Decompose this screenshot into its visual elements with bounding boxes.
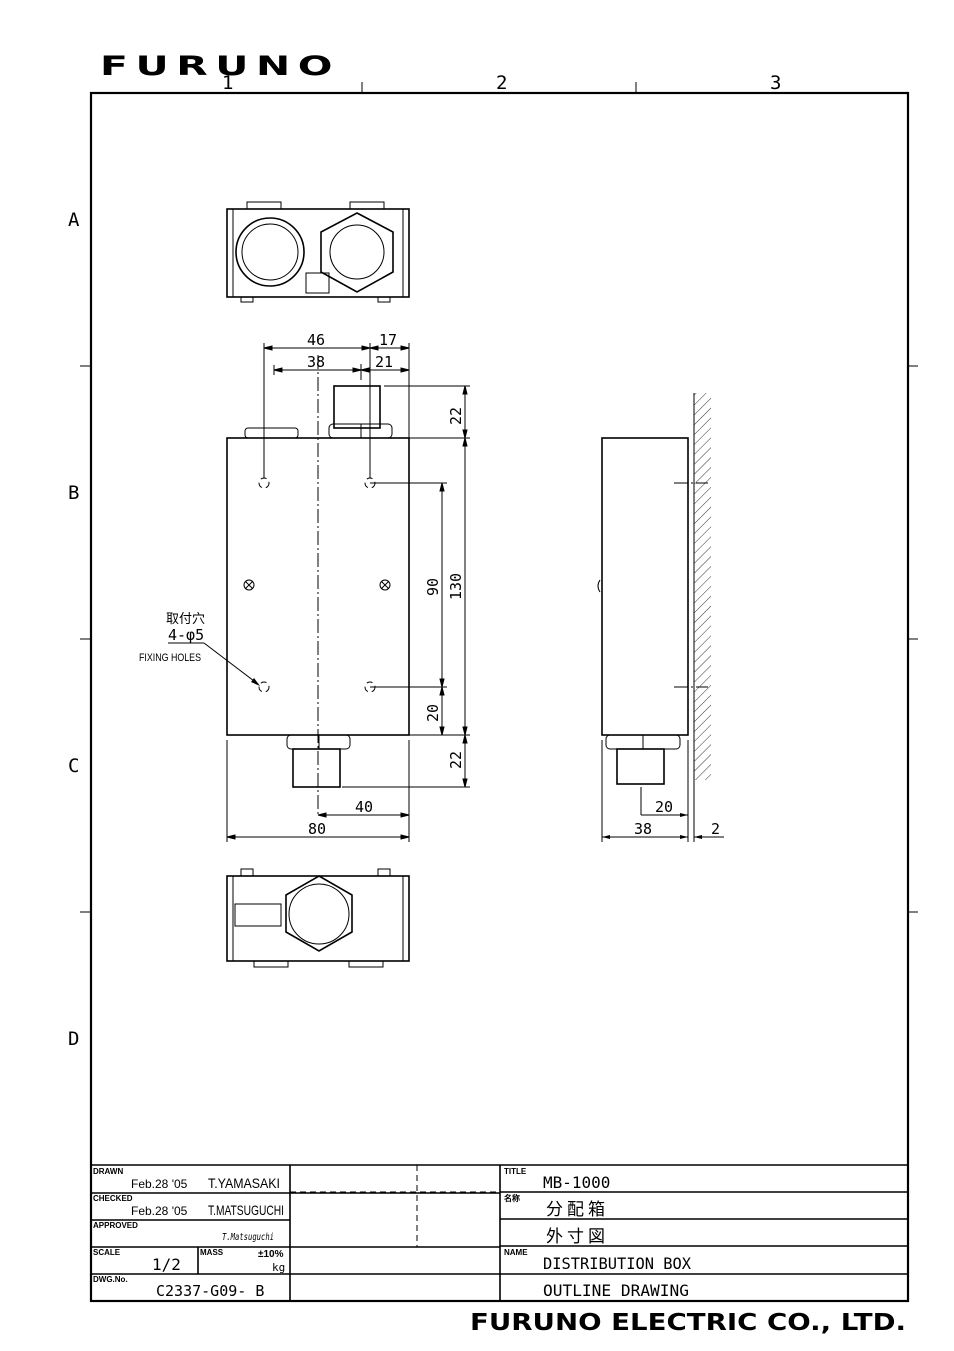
wall-hatch — [694, 393, 711, 780]
approved-signature: T.Matsuguchi — [222, 1232, 274, 1243]
jp-name-1: 分配箱 — [546, 1200, 609, 1220]
fixing-holes-spec: 4-φ5 — [168, 626, 204, 644]
scale-label: SCALE — [93, 1248, 121, 1257]
drawing-frame — [89, 91, 910, 1303]
row-label-a: A — [68, 209, 80, 231]
dim-21: 21 — [375, 353, 393, 371]
mass-unit: kg — [272, 1261, 285, 1274]
dim-40: 40 — [355, 798, 373, 816]
fixing-holes-jp: 取付穴 — [166, 612, 205, 627]
fixing-holes-en: FIXING HOLES — [139, 652, 201, 664]
dwgno-label: DWG.No. — [93, 1275, 128, 1284]
dim-20: 20 — [424, 704, 442, 722]
mass-label: MASS — [200, 1248, 224, 1257]
title-label: TITLE — [504, 1167, 527, 1176]
dim-22-top: 22 — [447, 407, 465, 425]
dim-130: 130 — [447, 573, 465, 600]
column-label-1: 1 — [222, 72, 233, 94]
dim-80: 80 — [308, 820, 326, 838]
row-label-c: C — [68, 755, 79, 777]
checked-date: Feb.28 '05 — [131, 1204, 188, 1218]
checked-name: T.MATSUGUCHI — [208, 1202, 284, 1218]
column-label-2: 2 — [496, 72, 507, 94]
dim-38: 38 — [307, 353, 325, 371]
dim-90: 90 — [424, 578, 442, 596]
drawn-name: T.YAMASAKI — [208, 1175, 280, 1191]
company-name: FURUNO ELECTRIC CO., LTD. — [470, 1310, 906, 1336]
jp-name-2: 外寸図 — [546, 1227, 609, 1247]
column-labels: 1 2 3 — [222, 72, 781, 94]
row-label-b: B — [68, 482, 79, 504]
dim-side-38: 38 — [634, 820, 652, 838]
scale-value: 1/2 — [152, 1255, 181, 1274]
title-block: DRAWN CHECKED APPROVED SCALE MASS DWG.No… — [91, 1164, 908, 1301]
front-view — [226, 355, 410, 815]
dim-17: 17 — [379, 331, 397, 349]
dwgno-value: C2337-G09- B — [156, 1282, 264, 1300]
dim-side-20: 20 — [655, 798, 673, 816]
drawn-label: DRAWN — [93, 1167, 123, 1176]
dim-46: 46 — [307, 331, 325, 349]
dim-22-bottom: 22 — [447, 751, 465, 769]
checked-label: CHECKED — [93, 1194, 133, 1203]
furuno-logo: FURUNO — [100, 51, 340, 82]
name-2: OUTLINE DRAWING — [543, 1281, 689, 1300]
row-label-d: D — [68, 1028, 79, 1050]
front-dimension-labels: 46 17 38 21 22 130 90 20 22 40 80 — [307, 331, 465, 838]
approved-label: APPROVED — [93, 1221, 138, 1230]
side-view — [597, 393, 724, 842]
row-labels: A B C D — [68, 209, 80, 1050]
top-view — [226, 201, 410, 303]
jp-name-label: 名称 — [504, 1193, 520, 1203]
fixing-hole-marks — [258, 477, 376, 693]
fixing-holes-callout: 取付穴 4-φ5 FIXING HOLES — [139, 612, 260, 686]
name-1: DISTRIBUTION BOX — [543, 1254, 691, 1273]
screw-marks — [243, 579, 391, 591]
mass-tolerance: ±10% — [258, 1249, 284, 1260]
bottom-view — [226, 868, 410, 968]
dim-side-2: 2 — [711, 820, 720, 838]
column-label-3: 3 — [770, 72, 781, 94]
name-label: NAME — [504, 1248, 528, 1257]
front-dimensions — [226, 343, 470, 842]
title-value: MB-1000 — [543, 1173, 610, 1192]
side-dimension-labels: 20 38 2 — [634, 798, 720, 838]
drawn-date: Feb.28 '05 — [131, 1177, 188, 1191]
